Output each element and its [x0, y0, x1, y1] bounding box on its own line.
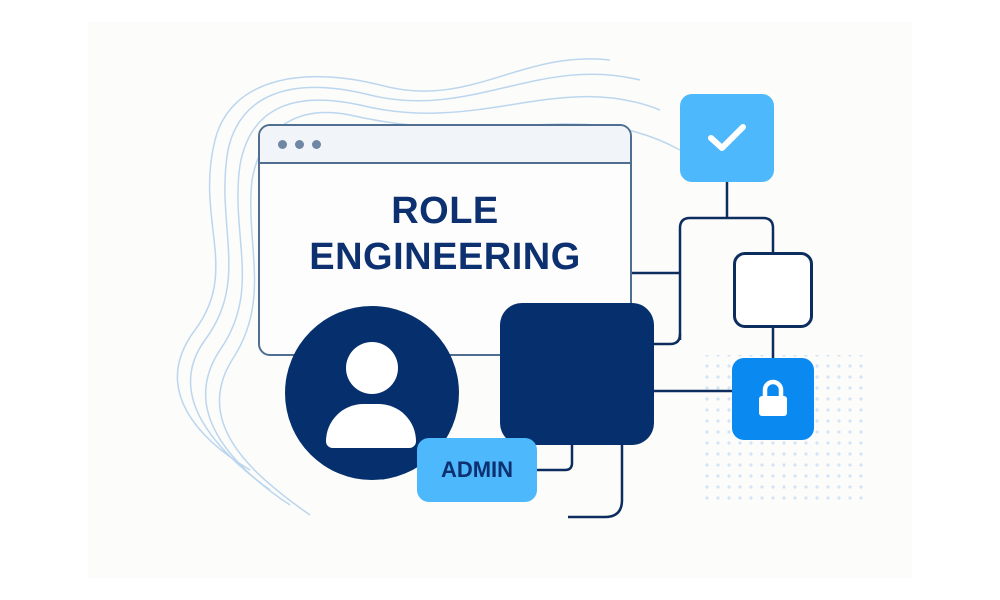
- empty-role-node: [733, 252, 813, 328]
- user-head: [346, 342, 398, 394]
- window-control-dot-icon: [295, 139, 304, 149]
- user-body: [326, 404, 416, 448]
- headline: ROLE ENGINEERING: [260, 188, 630, 280]
- window-control-dot-icon: [278, 139, 287, 149]
- headline-line-2: ENGINEERING: [309, 236, 581, 278]
- window-control-dot-icon: [312, 139, 321, 149]
- connector-lines: [537, 182, 775, 519]
- window-title-bar: [260, 126, 630, 164]
- headline-line-1: ROLE: [391, 190, 499, 232]
- admin-badge: ADMIN: [417, 438, 537, 502]
- checkmark-icon: [680, 94, 774, 182]
- lock-icon: [732, 358, 814, 440]
- dark-role-block: [500, 303, 654, 445]
- admin-badge-label: ADMIN: [440, 457, 514, 482]
